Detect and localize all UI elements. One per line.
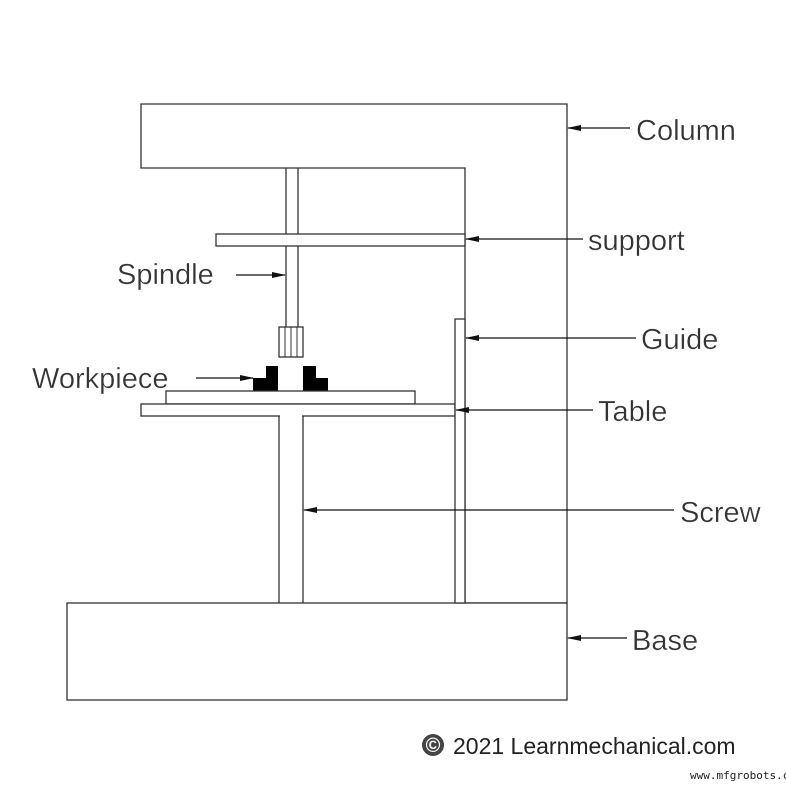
copyright-text: 2021 Learnmechanical.com [453, 733, 736, 759]
table [140, 403, 456, 417]
label-table: Table [598, 396, 667, 428]
column [140, 103, 568, 604]
table-plate [165, 390, 416, 405]
copyright-icon [422, 734, 444, 756]
guide [454, 318, 466, 604]
copyright-symbol: © [426, 735, 441, 757]
workpiece [253, 366, 328, 391]
drill-chuck [278, 326, 304, 358]
label-support: support [588, 225, 685, 257]
label-base: Base [632, 625, 698, 657]
base [66, 602, 568, 701]
label-screw: Screw [680, 497, 762, 529]
label-workpiece: Workpiece [32, 363, 168, 395]
watermark: www.mfgrobots.com [690, 769, 786, 782]
label-guide: Guide [641, 324, 718, 356]
support [215, 233, 466, 247]
label-spindle: Spindle [117, 259, 214, 291]
label-column: Column [636, 115, 736, 147]
